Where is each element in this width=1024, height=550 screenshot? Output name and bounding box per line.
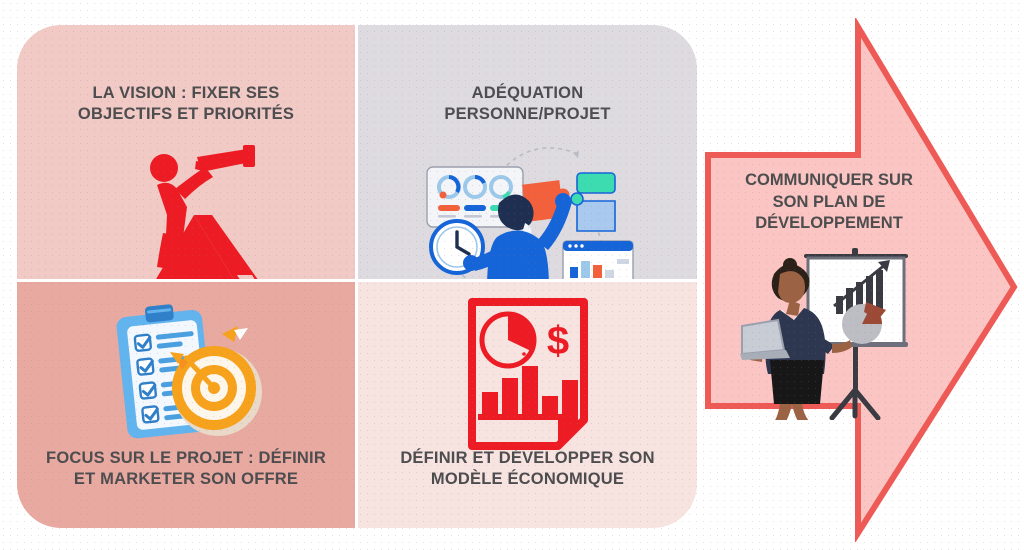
quadrant-adequation-title: ADÉQUATION PERSONNE/PROJET [444,84,611,123]
financial-report-document-icon: $ [458,296,598,459]
businesswoman-presenting-charts-icon [740,240,920,431]
svg-text:$: $ [546,319,568,363]
quadrant-vision[interactable]: LA VISION : FIXER SES OBJECTIFS ET PRIOR… [17,25,358,282]
arrow-communicate[interactable]: COMMUNIQUER SUR SON PLAN DE DÉVELOPPEMEN… [700,18,1024,542]
person-assembling-puzzle-dashboard-icon [413,137,643,279]
quadrant-focus-title: FOCUS SUR LE PROJET : DÉFINIR ET MARKETE… [46,449,326,488]
quadrant-business-model-title: DÉFINIR ET DÉVELOPPER SON MODÈLE ÉCONOMI… [400,449,655,488]
quadrant-focus[interactable]: FOCUS SUR LE PROJET : DÉFINIR ET MARKETE… [17,282,358,528]
quadrant-adequation[interactable]: ADÉQUATION PERSONNE/PROJET [358,25,697,282]
telescope-observer-on-mountain-icon [91,129,281,279]
checklist-clipboard-target-darts-icon [96,296,276,461]
quadrant-matrix: LA VISION : FIXER SES OBJECTIFS ET PRIOR… [17,25,697,528]
arrow-title: COMMUNIQUER SUR SON PLAN DE DÉVELOPPEMEN… [745,171,913,232]
quadrant-business-model[interactable]: DÉFINIR ET DÉVELOPPER SON MODÈLE ÉCONOMI… [358,282,697,528]
quadrant-vision-title: LA VISION : FIXER SES OBJECTIFS ET PRIOR… [77,84,295,123]
